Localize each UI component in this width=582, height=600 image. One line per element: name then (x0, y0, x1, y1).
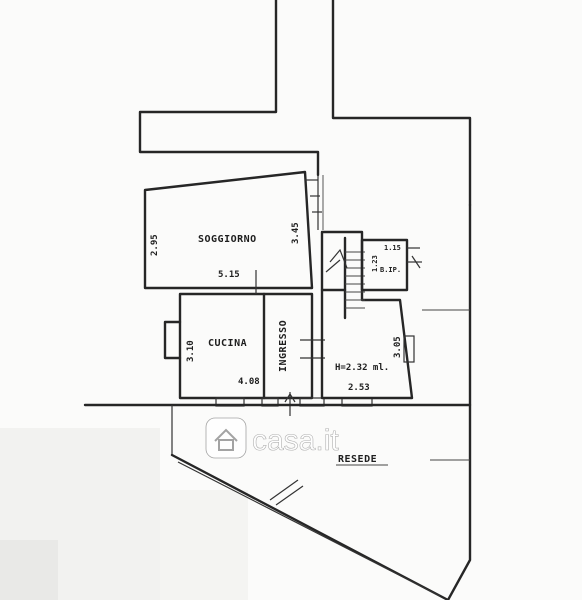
scan-margin-block (0, 540, 58, 600)
stair-room-height-dim: 3.05 (393, 336, 403, 358)
bath-height-dim: 1.23 (371, 255, 379, 272)
soggiorno-room (143, 170, 314, 290)
resede-label: RESEDE (338, 454, 377, 465)
cucina-room (178, 292, 314, 400)
stair-room (320, 230, 414, 400)
soggiorno-height-dim: 2.95 (150, 234, 160, 256)
bagno-room (360, 238, 409, 292)
bath-width-dim: 1.15 (384, 244, 401, 252)
window-mark (403, 335, 415, 363)
cut-mark (269, 479, 299, 501)
entrance-arrow-head (284, 392, 296, 403)
cut-mark (275, 485, 304, 506)
bagno-label: B.IP. (380, 266, 401, 274)
house-logo-icon (205, 417, 247, 459)
ingresso-label: INGRESSO (278, 320, 289, 372)
ceiling-height-note: H=2.32 ml. (335, 363, 389, 373)
soggiorno-height-right-dim: 3.45 (291, 222, 301, 244)
stair-room-width-dim: 2.53 (348, 383, 370, 393)
neighbour-wall-right (331, 0, 472, 207)
stair-arrow (329, 248, 348, 269)
stair-arrow (325, 259, 341, 273)
soggiorno-width-dim: 5.15 (218, 270, 240, 280)
soggiorno-label: SOGGIORNO (198, 234, 257, 245)
neighbour-wall-left (138, 0, 320, 177)
scan-margin-block (160, 490, 248, 600)
cucina-height-dim: 3.10 (186, 340, 196, 362)
window-mark (411, 255, 421, 269)
cucina-window-bay (163, 320, 182, 360)
cucina-width-dim: 4.08 (238, 377, 260, 387)
watermark: casa.it (205, 417, 340, 459)
cucina-label: CUCINA (208, 338, 247, 349)
watermark-brand: casa.it (252, 424, 339, 457)
right-boundary (446, 203, 472, 600)
resede-boundary (170, 453, 450, 600)
resede-boundary-inner (177, 461, 441, 597)
